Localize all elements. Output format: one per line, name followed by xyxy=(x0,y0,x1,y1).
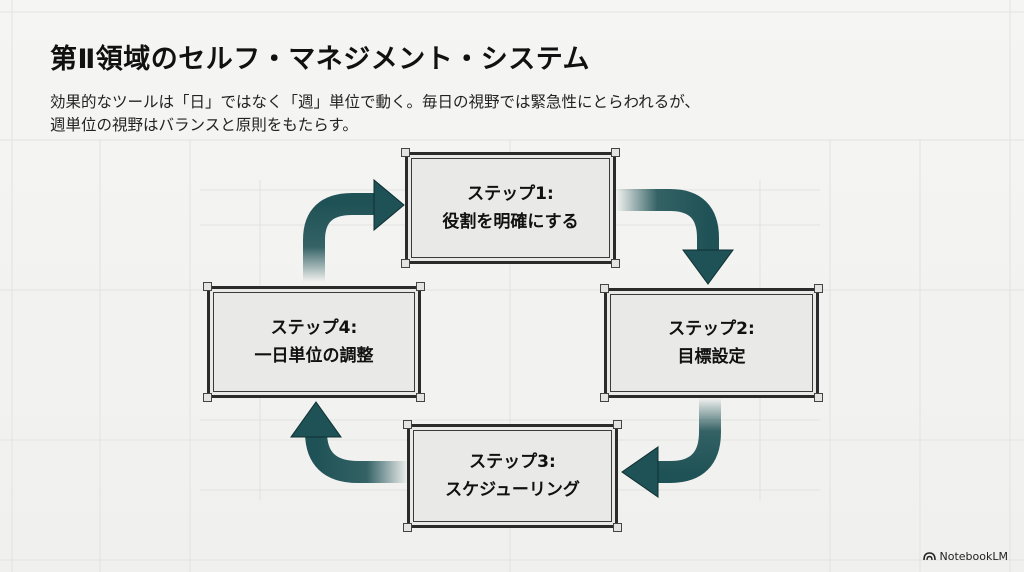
step-4-corner-bottom-right xyxy=(416,393,425,402)
arrow-step2-to-step3 xyxy=(621,398,721,498)
step-3-corner-bottom-left xyxy=(403,523,412,532)
step-1-corner-bottom-left xyxy=(401,259,410,268)
step-4-label: ステップ4: xyxy=(270,318,358,338)
step-4-box: ステップ4: 一日単位の調整 xyxy=(203,282,425,402)
brand-watermark: NotebookLM xyxy=(922,550,1008,563)
step-4-corner-top-left xyxy=(203,282,212,291)
step-3-corner-bottom-right xyxy=(613,523,622,532)
step-2-corner-top-right xyxy=(814,284,823,293)
arrow-step3-to-step4 xyxy=(290,401,408,483)
page-title: 第Ⅱ領域のセルフ・マネジメント・システム xyxy=(50,44,590,75)
step-4-corner-bottom-left xyxy=(203,393,212,402)
subtitle-line-1: 効果的なツールは「日」ではなく「週」単位で動く。毎日の視野では緊急性にとらわれる… xyxy=(50,93,700,111)
page-subtitle: 効果的なツールは「日」ではなく「週」単位で動く。毎日の視野では緊急性にとらわれる… xyxy=(50,91,770,137)
step-3-corner-top-right xyxy=(613,420,622,429)
step-1-label: ステップ1: xyxy=(467,184,554,204)
step-1-box: ステップ1: 役割を明確にする xyxy=(401,148,620,268)
step-2-corner-bottom-right xyxy=(814,393,823,402)
step-1-corner-top-left xyxy=(401,148,410,157)
step-3-corner-top-left xyxy=(403,420,412,429)
step-2-corner-bottom-left xyxy=(600,393,609,402)
step-2-corner-top-left xyxy=(600,284,609,293)
step-1-text: 役割を明確にする xyxy=(442,212,579,232)
step-1-corner-bottom-right xyxy=(611,259,620,268)
step-3-box: ステップ3: スケジューリング xyxy=(403,420,622,532)
subtitle-line-2: 週単位の視野はバランスと原則をもたらす。 xyxy=(50,116,358,134)
notebooklm-logo-icon xyxy=(922,552,936,561)
step-2-label: ステップ2: xyxy=(668,319,755,339)
step-2-box: ステップ2: 目標設定 xyxy=(600,284,823,402)
brand-name: NotebookLM xyxy=(939,550,1008,563)
arrow-step1-to-step2 xyxy=(616,189,734,285)
arrow-step4-to-step1 xyxy=(303,178,405,282)
step-1-corner-top-right xyxy=(611,148,620,157)
step-3-label: ステップ3: xyxy=(469,452,556,472)
step-3-text: スケジューリング xyxy=(445,480,580,500)
step-4-corner-top-right xyxy=(416,282,425,291)
step-2-text: 目標設定 xyxy=(677,347,746,367)
step-4-text: 一日単位の調整 xyxy=(254,346,374,366)
